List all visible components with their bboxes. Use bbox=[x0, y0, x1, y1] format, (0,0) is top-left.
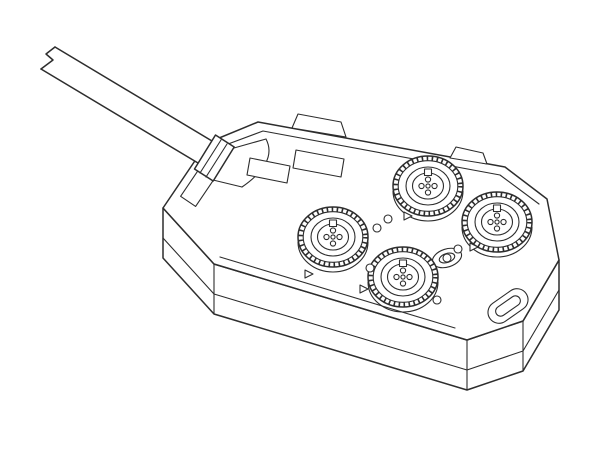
port-arrow-markers bbox=[304, 211, 479, 294]
edge-notch bbox=[291, 113, 347, 138]
box-parting-line bbox=[162, 237, 560, 371]
led-indicator bbox=[365, 263, 375, 273]
led-indicator bbox=[383, 214, 393, 224]
gland-collar-outline bbox=[193, 134, 235, 182]
cable-gland-collar bbox=[193, 134, 235, 182]
label-field bbox=[292, 149, 345, 178]
label-field bbox=[246, 157, 291, 184]
edge-notches bbox=[291, 113, 488, 165]
port-arrow-marker bbox=[304, 269, 314, 279]
cable-edge-bottom bbox=[40, 68, 199, 164]
led-indicators bbox=[365, 214, 463, 305]
gland-collar-ridge bbox=[205, 143, 228, 178]
port-arrow-marker bbox=[469, 242, 479, 252]
cable-break-mark bbox=[40, 46, 56, 70]
led-indicator bbox=[453, 244, 463, 254]
bottom-face-seam-line bbox=[219, 256, 456, 329]
top-face-rim-line bbox=[211, 130, 540, 205]
mounting-slot bbox=[487, 288, 529, 324]
led-indicator bbox=[372, 223, 382, 233]
port-arrow-marker bbox=[403, 211, 413, 221]
led-indicator bbox=[432, 295, 442, 305]
cable-edge-top bbox=[54, 46, 213, 142]
label-fields bbox=[246, 149, 345, 184]
port-arrow-marker bbox=[359, 284, 369, 294]
junction-box-body bbox=[162, 113, 560, 391]
supply-cable bbox=[40, 46, 213, 164]
cable-body bbox=[41, 47, 212, 163]
gland-collar-ridge bbox=[199, 139, 222, 174]
led-indicator bbox=[442, 253, 452, 263]
edge-notch bbox=[449, 146, 488, 165]
